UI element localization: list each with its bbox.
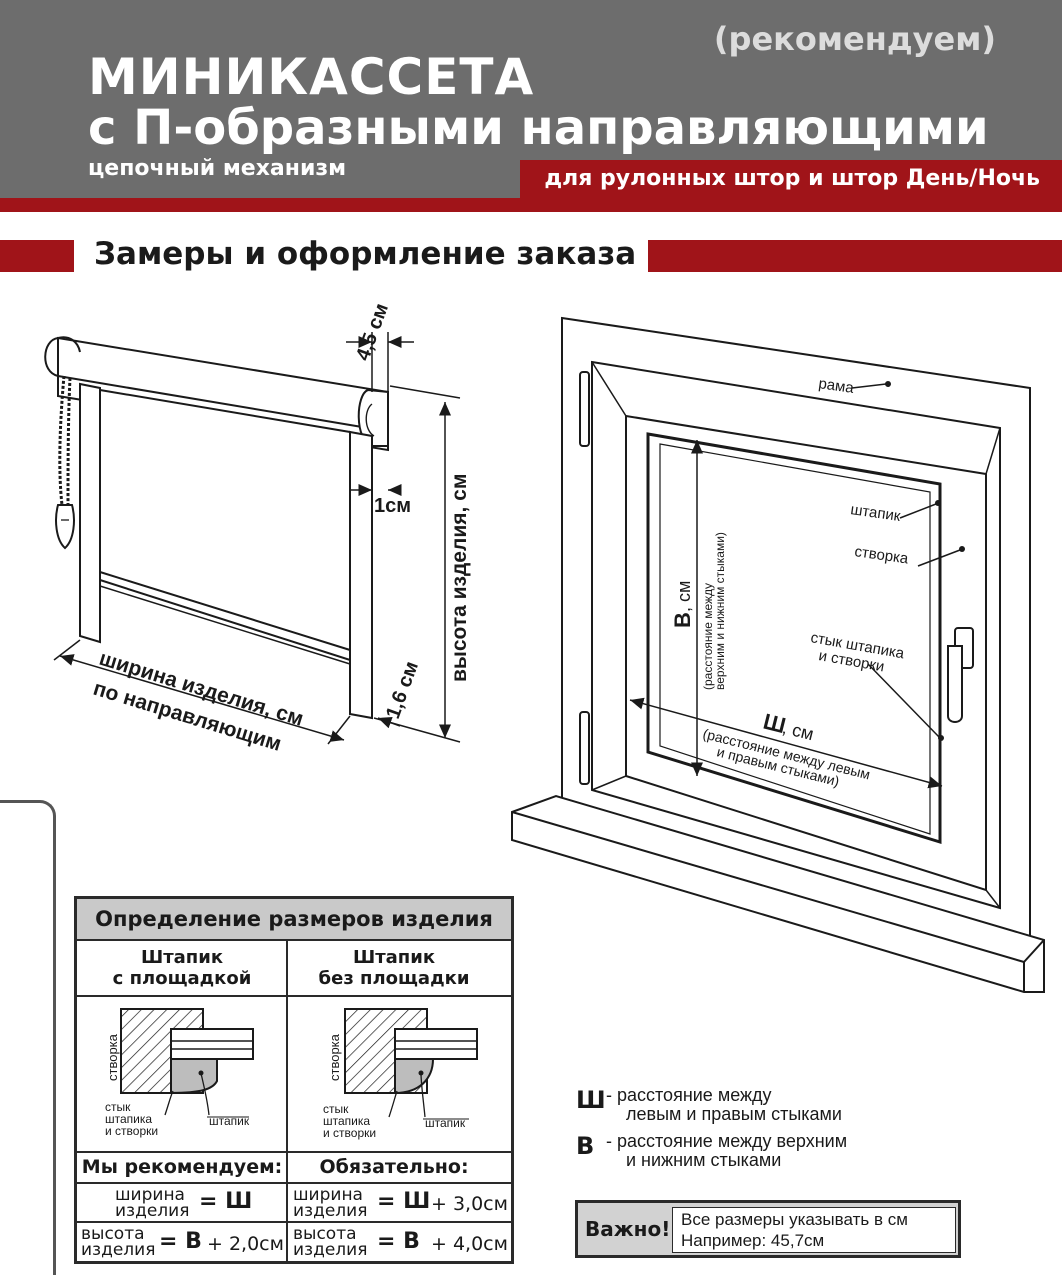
height-word-line1: высота — [293, 1224, 357, 1244]
window-pointer-dots — [885, 381, 965, 741]
height-note-line2: верхним и нижним стыками) — [713, 532, 727, 690]
bead-section-diagrams: створка створка стык штапика и створки ш… — [105, 1008, 478, 1140]
height-formula-right: = В — [377, 1229, 420, 1254]
width-word-line1: ширина — [115, 1185, 185, 1205]
diagram-joint-label: и створки — [323, 1126, 376, 1140]
recommend-heading: Мы рекомендуем: — [81, 1156, 283, 1178]
table-divider — [77, 1151, 511, 1153]
product-note: для рулонных штор и штор День/Ночь — [544, 166, 1040, 191]
legend-height-text: - расстояние между верхним и нижним стык… — [606, 1132, 847, 1170]
diagram-joint-label: и створки — [105, 1124, 158, 1138]
column-title-with-platform: Штапик с площадкой — [77, 947, 287, 989]
width-word-line1: ширина — [293, 1185, 363, 1205]
column-title-line1: Штапик — [140, 947, 224, 968]
height-formula-left: = В — [159, 1229, 202, 1254]
width-formula-left: = Ш — [199, 1189, 253, 1214]
width-word: ширина изделия — [293, 1185, 368, 1221]
page-subtitle: цепочный механизм — [88, 156, 347, 181]
legend-height-line2: и нижним стыками — [626, 1150, 782, 1170]
dim-guide-label: 1,6 см — [382, 658, 423, 721]
window-dimension-lines — [629, 383, 961, 789]
window-drawing — [511, 316, 1045, 993]
table-divider — [77, 1221, 511, 1223]
bead-label: штапик — [849, 501, 901, 525]
diagram-without-platform — [344, 1008, 478, 1120]
legend-key-height: В — [576, 1132, 595, 1160]
diagram-bead-label: штапик — [209, 1114, 250, 1128]
height-label: высота изделия, см — [448, 474, 471, 682]
height-word-line1: высота — [81, 1224, 145, 1244]
roller-blind-drawing — [44, 336, 389, 720]
page-title: МИНИКАССЕТА — [88, 48, 535, 106]
diagram-joint-label: стык — [323, 1102, 349, 1116]
page-title-line2: с П-образными направляющими — [88, 100, 989, 156]
height-note: (расстояние между — [701, 583, 715, 690]
diagram-sash-label: створка — [105, 1033, 120, 1081]
frame-label: рама — [817, 375, 855, 397]
height-addend-right: + 4,0см — [431, 1233, 508, 1255]
legend-width-text: - расстояние между левым и правым стыкам… — [606, 1086, 842, 1124]
table-divider — [77, 995, 511, 997]
diagram-bead-label: штапик — [425, 1116, 466, 1130]
section-bar-left — [0, 240, 74, 272]
size-table: Определение размеров изделия Штапик с пл… — [74, 896, 514, 1264]
diagram-joint-label: штапика — [323, 1114, 370, 1128]
height-dimension-label: В , см — [670, 581, 695, 628]
recommend-label: (рекомендуем) — [713, 20, 996, 58]
height-word-line2: изделия — [293, 1240, 368, 1260]
height-word: высота изделия — [293, 1224, 368, 1260]
legend-key-width: Ш — [576, 1086, 606, 1114]
diagram-joint-label: стык — [105, 1100, 131, 1114]
table-divider — [77, 1182, 511, 1184]
section-title: Замеры и оформление заказа — [94, 236, 637, 272]
product-note-box: для рулонных штор и штор День/Ночь — [520, 160, 1062, 198]
column-title-without-platform: Штапик без площадки — [289, 947, 499, 989]
height-symbol: В — [670, 612, 695, 628]
important-note: Важно! Все размеры указывать в см Наприм… — [575, 1200, 961, 1258]
diagram-sash-label: створка — [327, 1033, 342, 1081]
page-edge-decor — [0, 800, 56, 1275]
legend-height-line1: - расстояние между верхним — [606, 1131, 848, 1151]
dim-gap-label: 1см — [374, 495, 411, 517]
important-line1: Все размеры указывать в см — [681, 1210, 908, 1229]
table-title: Определение размеров изделия — [95, 907, 493, 931]
width-formula-right: = Ш — [377, 1189, 431, 1214]
width-word-line2: изделия — [293, 1201, 368, 1221]
legend-width-line2: левым и правым стыками — [626, 1104, 842, 1124]
column-title-line2: без площадки — [318, 968, 470, 989]
legend-width-line1: - расстояние между — [606, 1085, 772, 1105]
header-banner: (рекомендуем) МИНИКАССЕТА с П-образными … — [0, 0, 1062, 198]
width-addend-right: + 3,0см — [431, 1193, 508, 1215]
column-title-line1: Штапик — [352, 947, 436, 968]
height-addend-left: + 2,0см — [207, 1233, 284, 1255]
table-header: Определение размеров изделия — [77, 899, 511, 941]
section-bar-right — [648, 240, 1062, 272]
table-divider — [286, 941, 288, 1261]
height-unit: , см — [674, 581, 694, 612]
mandatory-heading: Обязательно: — [319, 1156, 469, 1178]
diagram-with-platform — [120, 1008, 254, 1118]
width-word: ширина изделия — [115, 1185, 190, 1221]
height-word-line2: изделия — [81, 1240, 156, 1260]
header-stripe — [0, 198, 1062, 212]
blind-dimension-lines — [53, 332, 461, 745]
diagram-joint-label: штапика — [105, 1112, 152, 1126]
dim-depth-label: 4,5 см — [352, 300, 393, 363]
width-word-line2: изделия — [115, 1201, 190, 1221]
important-text-box: Все размеры указывать в см Например: 45,… — [672, 1207, 956, 1253]
important-line2: Например: 45,7см — [681, 1231, 825, 1250]
column-title-line2: с площадкой — [112, 968, 252, 989]
height-word: высота изделия — [81, 1224, 156, 1260]
important-label: Важно! — [585, 1217, 671, 1241]
